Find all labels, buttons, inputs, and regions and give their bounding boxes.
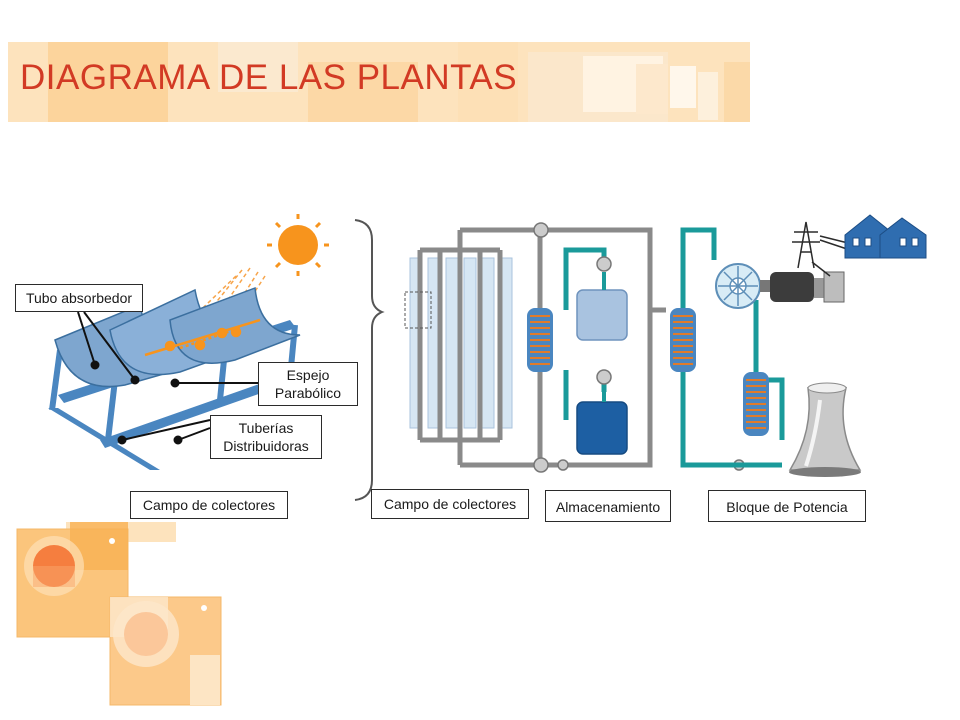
page-title: DIAGRAMA DE LAS PLANTAS (20, 58, 518, 97)
turbine-icon (715, 263, 761, 309)
title-band-pattern (8, 42, 750, 122)
label-campo-colectores-right: Campo de colectores (371, 489, 529, 519)
title-band: DIAGRAMA DE LAS PLANTAS (8, 42, 750, 122)
label-bloque-potencia: Bloque de Potencia (708, 490, 866, 522)
label-tuberias-distribuidoras: Tuberías Distribuidoras (210, 415, 322, 459)
label-espejo-line2: Parabólico (274, 385, 342, 401)
label-espejo-line1: Espejo (286, 367, 330, 383)
label-tuberias-line1: Tuberías (238, 420, 294, 436)
label-almacenamiento: Almacenamiento (545, 490, 671, 522)
collector-field-schematic (404, 227, 653, 468)
label-campo-colectores-left: Campo de colectores (130, 491, 288, 519)
decorative-squares (16, 522, 222, 706)
power-block (650, 214, 927, 477)
label-tuberias-line2: Distribuidoras (223, 438, 309, 454)
label-tubo-absorbedor: Tubo absorbedor (15, 284, 143, 312)
absorber-tubes (144, 318, 261, 357)
houses-icon (844, 214, 927, 259)
sun-icon (267, 214, 329, 276)
cold-tank (576, 289, 628, 341)
power-tower-icon (792, 221, 853, 277)
cooling-tower-icon (788, 382, 862, 477)
leader-lines (77, 311, 258, 445)
generator-icon (760, 271, 845, 303)
storage-block (527, 230, 628, 465)
label-espejo-parabolico: Espejo Parabólico (258, 362, 358, 406)
grouping-brace (354, 219, 385, 501)
hot-tank (576, 401, 628, 455)
